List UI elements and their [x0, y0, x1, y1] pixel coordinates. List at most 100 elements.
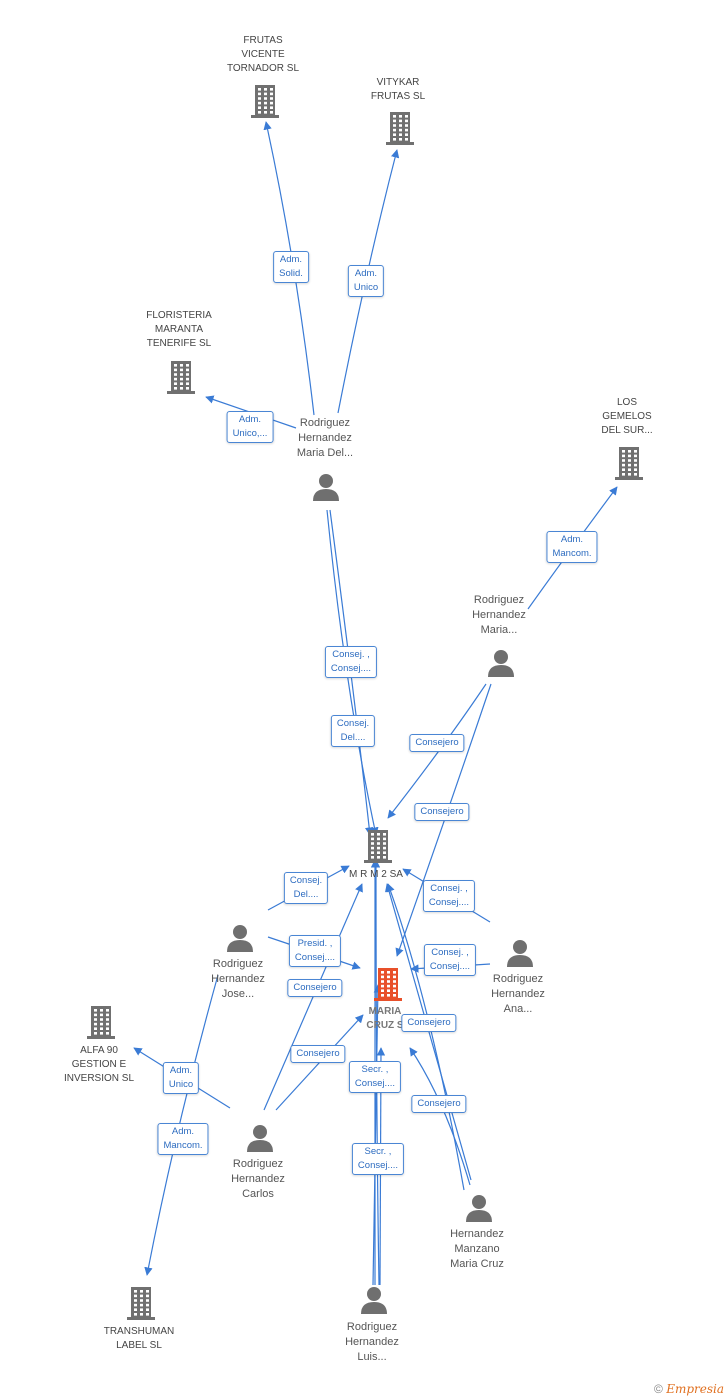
node-label-line: TORNADOR SL	[226, 63, 300, 74]
node-label-line: Maria...	[480, 624, 518, 636]
relation-label-line: Adm.	[171, 1126, 195, 1137]
relation-label[interactable]: Adm.Mancom.	[157, 1123, 209, 1155]
building-icon	[127, 1287, 155, 1320]
node-label-line: DEL SUR...	[601, 425, 653, 436]
node-label-line: Hernandez	[211, 973, 265, 985]
relation-label[interactable]: Adm.Solid.	[273, 251, 309, 283]
relation-label[interactable]: Consejero	[290, 1045, 346, 1063]
relation-label[interactable]: Secr. , Consej....	[351, 1143, 405, 1175]
person-icon	[488, 650, 514, 677]
copyright-symbol: ©	[654, 1382, 663, 1396]
node-label-line: Luis...	[357, 1351, 387, 1363]
person-icon	[507, 940, 533, 967]
node-label-line: CRUZ S	[366, 1020, 404, 1031]
node-label-line: Jose...	[221, 988, 255, 1000]
relation-label[interactable]: Adm. Mancom.	[546, 531, 598, 563]
relation-label[interactable]: Consej.Del....	[283, 872, 329, 904]
relation-label-line: Consejero	[417, 1098, 461, 1109]
relation-label[interactable]: Consejero	[401, 1014, 457, 1032]
relation-label-line: Secr. ,	[361, 1064, 389, 1075]
relation-label[interactable]: Adm. Unico	[347, 265, 385, 297]
building-icon	[374, 968, 402, 1001]
brand-logo: Empresia	[666, 1382, 724, 1396]
node-label-line: FRUTAS SL	[370, 91, 426, 102]
node-label-line: Hernandez	[450, 1228, 504, 1240]
relation-label[interactable]: Consej. ,Consej....	[422, 880, 476, 912]
node-label-line: Hernandez	[345, 1336, 399, 1348]
node-label-line: MARANTA	[154, 324, 204, 335]
node-label-line: MARIA	[368, 1006, 402, 1017]
node-label-line: TRANSHUMAN	[103, 1326, 175, 1337]
node-label-line: Rodriguez	[473, 594, 525, 606]
relation-label-line: Consej....	[357, 1160, 399, 1171]
node-label-line: Carlos	[242, 1188, 274, 1200]
relation-label-line: Adm.	[354, 268, 378, 279]
node-label-line: Rodriguez	[346, 1321, 398, 1333]
relation-label[interactable]: Consej. ,Consej....	[423, 944, 477, 976]
relation-label-line: Consej....	[294, 952, 336, 963]
relation-label[interactable]: Consejero	[287, 979, 343, 997]
relation-label-line: Adm.	[169, 1065, 193, 1076]
node-label-line: ALFA 90	[80, 1045, 118, 1056]
building-icon	[386, 112, 414, 145]
relation-label-line: Consej....	[330, 663, 372, 674]
node-label-line: Rodriguez	[299, 417, 351, 429]
relation-label[interactable]: Consejero	[411, 1095, 467, 1113]
relation-label-line: Consej. ,	[430, 883, 468, 894]
node-label-line: Hernandez	[491, 988, 545, 1000]
company-node-label[interactable]: M R M 2 SA	[349, 868, 403, 882]
relation-label-line: Consej. ,	[332, 649, 370, 660]
node-label-line: Ana...	[503, 1003, 533, 1015]
relation-label[interactable]: Adm. Unico	[162, 1062, 200, 1094]
relation-label-line: Consejero	[415, 737, 459, 748]
node-label-line: VICENTE	[241, 49, 285, 60]
relation-label-line: Secr. ,	[364, 1146, 392, 1157]
watermark: © Empresia	[654, 1382, 724, 1396]
relation-label-line: Consej....	[429, 961, 471, 972]
relation-label-line: Unico,...	[232, 428, 268, 439]
relation-label[interactable]: Secr. ,Consej....	[348, 1061, 402, 1093]
relation-label[interactable]: Adm.Unico,...	[226, 411, 274, 443]
relation-label-line: Adm.	[560, 534, 584, 545]
node-label-line: Hernandez	[472, 609, 526, 621]
relation-label[interactable]: Consej. , Consej....	[324, 646, 378, 678]
node-label-line: M R M 2 SA	[349, 869, 403, 880]
relation-label[interactable]: Consejero	[414, 803, 470, 821]
relation-label-line: Presid. ,	[297, 938, 333, 949]
relation-label-line: Unico	[353, 282, 379, 293]
relation-label[interactable]: Consej.Del....	[330, 715, 376, 747]
node-label-line: GESTION E	[71, 1059, 127, 1070]
node-label-line: VITYKAR	[376, 77, 420, 88]
edge-line-13	[263, 883, 363, 1111]
relation-label-line: Del....	[340, 732, 366, 743]
company-node-label[interactable]: VITYKAR FRUTAS SL	[371, 76, 425, 104]
building-icon	[615, 447, 643, 480]
relation-label-line: Consejero	[420, 806, 464, 817]
building-icon	[87, 1006, 115, 1039]
relation-label-line: Consejero	[296, 1048, 340, 1059]
relation-label[interactable]: Consejero	[409, 734, 465, 752]
node-label-line: Maria Cruz	[450, 1258, 504, 1270]
node-label-line: Hernandez	[231, 1173, 285, 1185]
relation-label[interactable]: Presid. , Consej....	[288, 935, 342, 967]
relation-label-line: Unico	[168, 1079, 194, 1090]
relation-label-line: Del....	[293, 889, 319, 900]
relation-label-line: Solid.	[279, 268, 303, 279]
node-label-line: GEMELOS	[602, 411, 652, 422]
relation-label-line: Mancom.	[552, 548, 592, 559]
company-node-label[interactable]: MARIA CRUZ S	[366, 1005, 403, 1033]
building-icon	[167, 361, 195, 394]
node-label-line: Manzano	[454, 1243, 500, 1255]
